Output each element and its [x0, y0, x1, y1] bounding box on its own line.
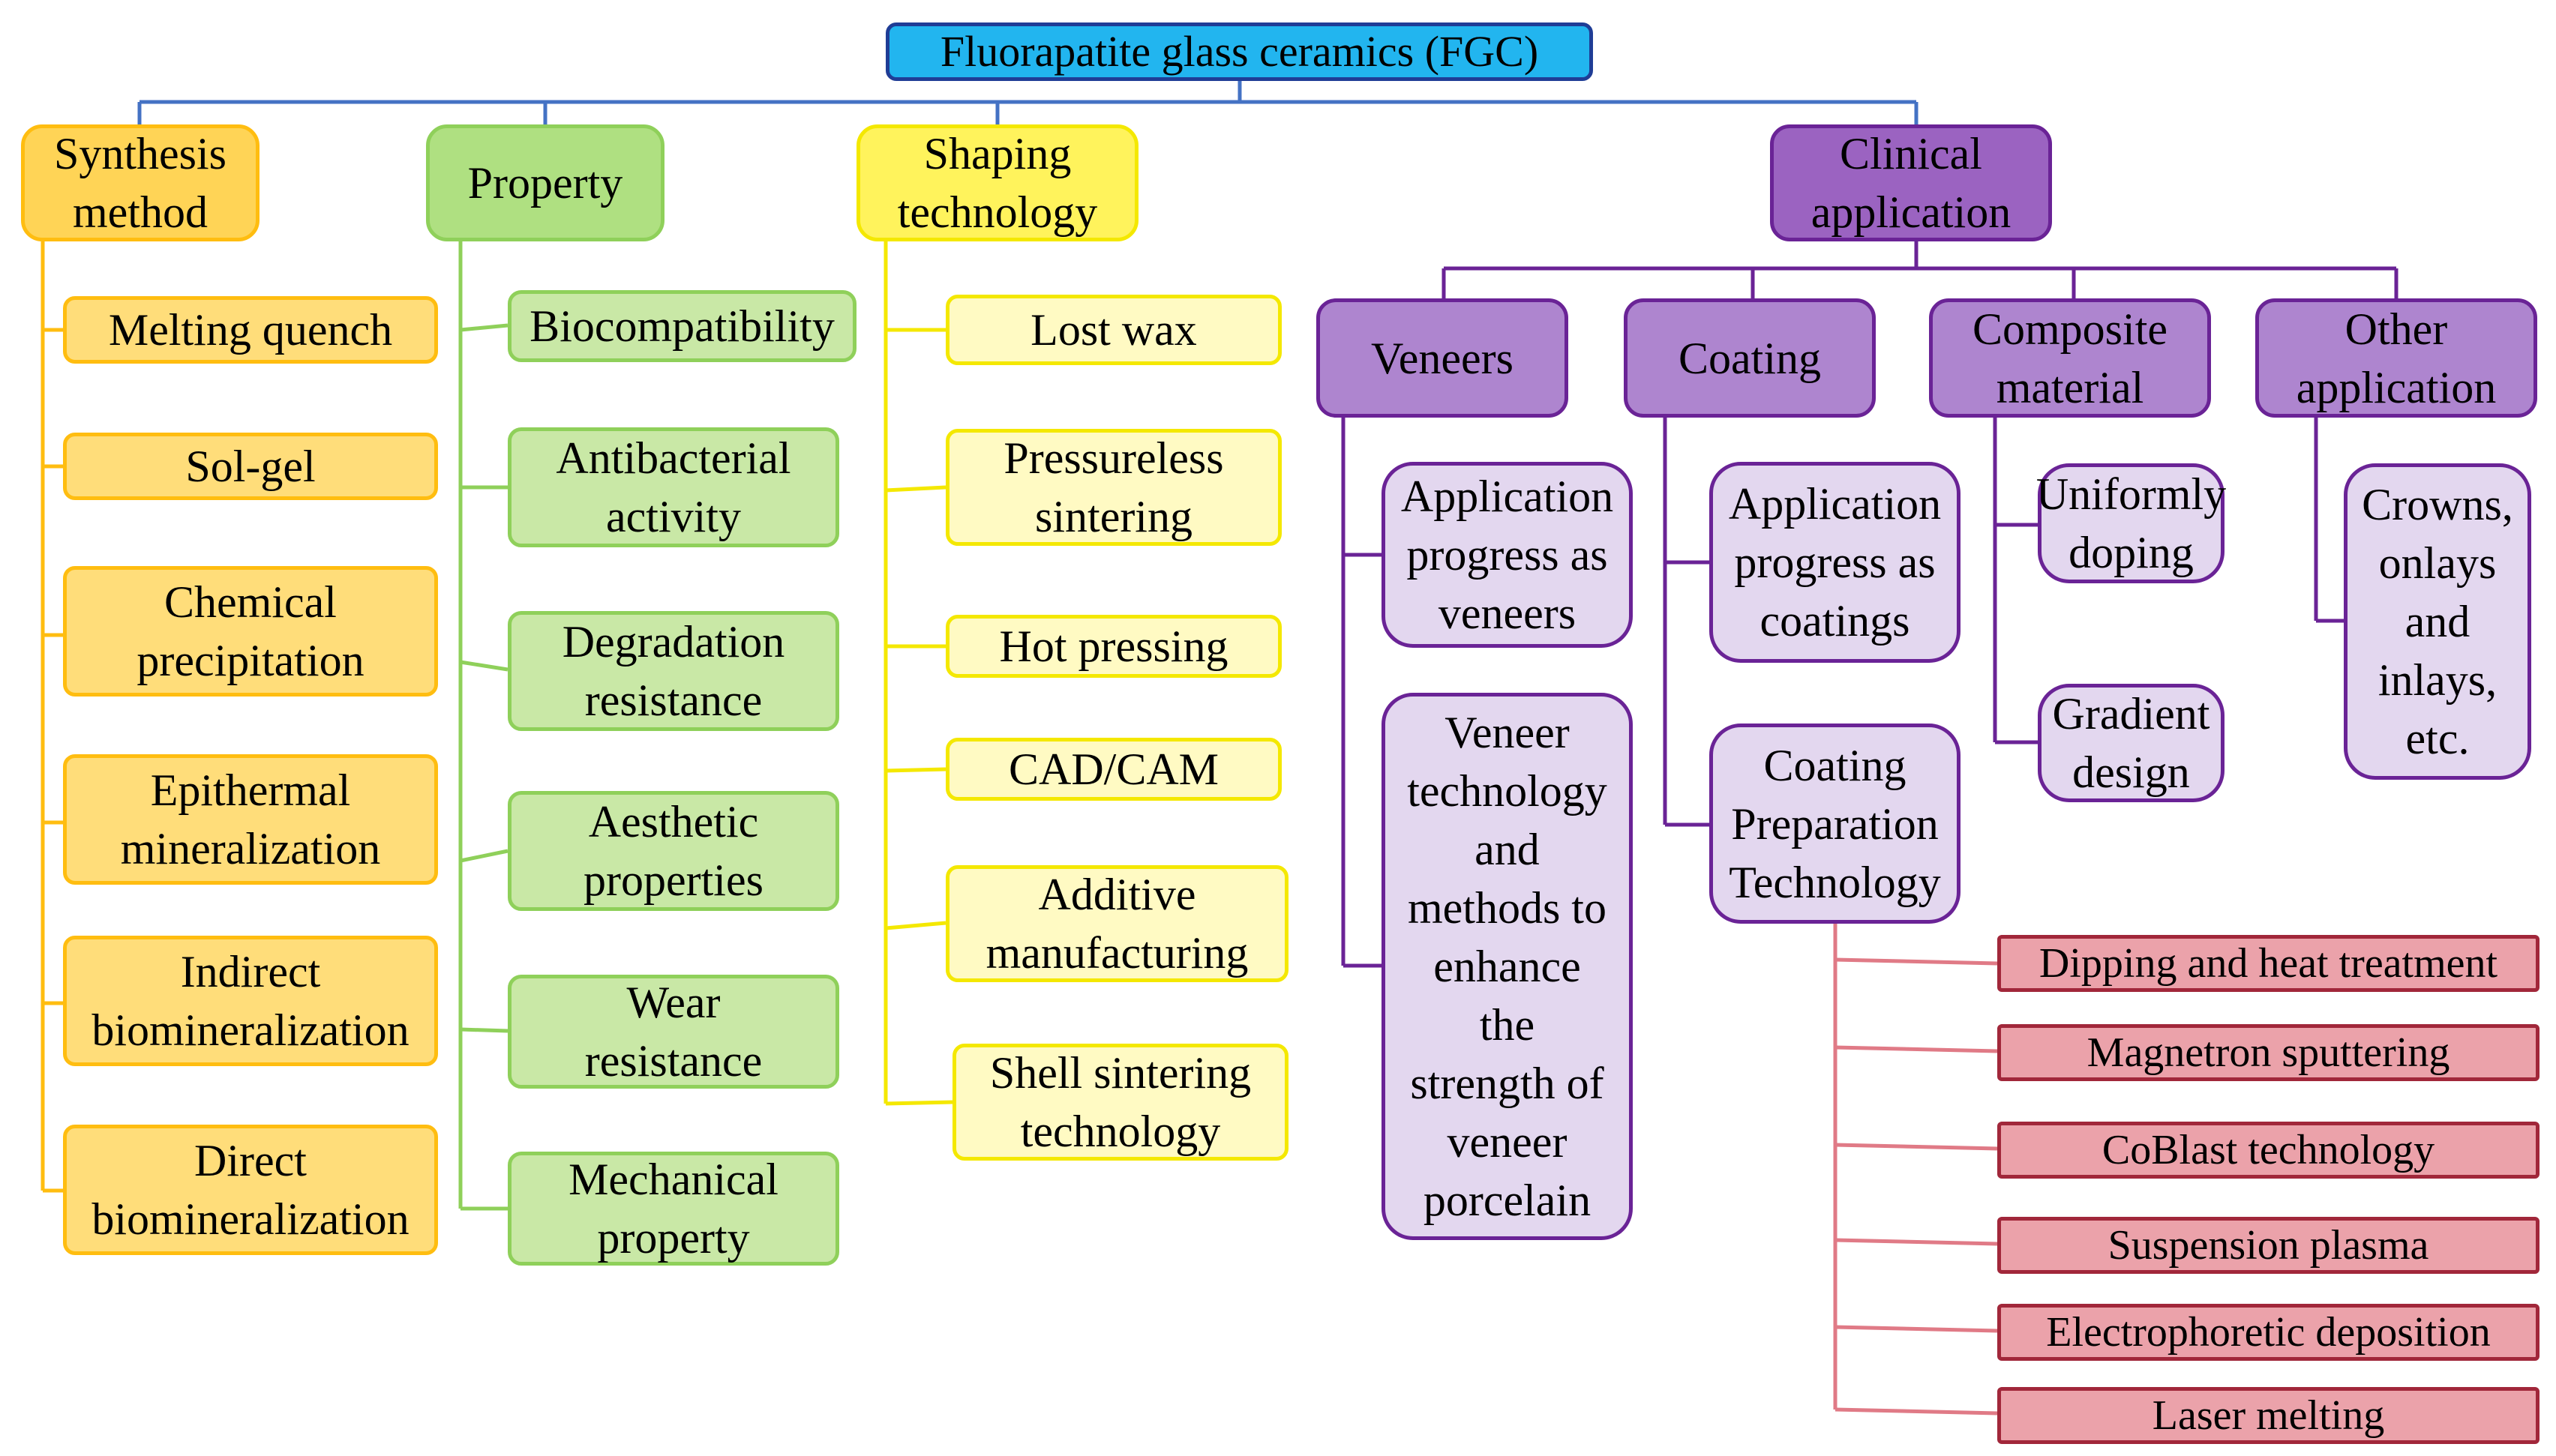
category-clinical-application: Clinical application [1770, 124, 2052, 241]
shaping-item: Additive manufacturing [946, 865, 1288, 982]
clinical-connectors [1341, 241, 2398, 968]
item-label: Suspension plasma [2108, 1221, 2429, 1269]
synthesis-item: Epithermal mineralization [63, 754, 438, 885]
synthesis-item: Chemical precipitation [63, 566, 438, 697]
item-label: Shell sintering technology [989, 1048, 1252, 1156]
item-label: Crowns, onlays and inlays, etc. [2362, 480, 2513, 763]
item-label: CoBlast technology [2102, 1126, 2435, 1173]
coating-prep-connectors [1833, 924, 1998, 1416]
item-label: Veneer technology and methods to enhance… [1407, 708, 1607, 1225]
shaping-connectors [884, 241, 953, 1106]
item-label: Gradient design [2052, 689, 2210, 797]
item-label: Lost wax [1030, 305, 1197, 355]
subcategory-other-application: Other application [2255, 298, 2537, 418]
item-label: Application progress as veneers [1400, 472, 1614, 638]
property-item: Biocompatibility [508, 290, 856, 362]
subcategory-label: Other application [2296, 304, 2497, 412]
coating-item: Coating Preparation Technology [1709, 724, 1960, 924]
item-label: Aesthetic properties [584, 797, 764, 905]
category-label: Property [467, 158, 623, 208]
item-label: Biocompatibility [530, 301, 835, 351]
synthesis-item: Melting quench [63, 296, 438, 364]
root-label: Fluorapatite glass ceramics (FGC) [940, 27, 1539, 76]
veneers-item: Veneer technology and methods to enhance… [1382, 693, 1633, 1240]
item-label: Magnetron sputtering [2086, 1029, 2450, 1076]
item-label: Dipping and heat treatment [2038, 939, 2498, 987]
veneers-item: Application progress as veneers [1382, 462, 1633, 648]
root-node: Fluorapatite glass ceramics (FGC) [886, 22, 1593, 81]
subcategory-label: Veneers [1371, 333, 1514, 383]
shaping-item: Shell sintering technology [952, 1044, 1288, 1161]
item-label: Wear resistance [584, 978, 763, 1086]
item-label: Indirect biomineralization [92, 947, 410, 1055]
property-item: Wear resistance [508, 975, 839, 1089]
composite-item: Gradient design [2038, 684, 2224, 802]
category-label: Shaping technology [897, 129, 1098, 237]
item-label: Laser melting [2152, 1392, 2385, 1439]
category-label: Clinical application [1810, 129, 2012, 237]
composite-item: Uniformly doping [2036, 463, 2227, 583]
subcategory-coating: Coating [1624, 298, 1876, 418]
item-label: Mechanical property [568, 1155, 778, 1263]
coating-prep-item: Suspension plasma [1997, 1217, 2540, 1274]
subcategory-label: Coating [1678, 333, 1821, 383]
coating-prep-item: Magnetron sputtering [1997, 1024, 2540, 1081]
coating-item: Application progress as coatings [1709, 462, 1960, 663]
item-label: Chemical precipitation [136, 577, 364, 685]
item-label: Degradation resistance [562, 617, 785, 725]
property-item: Aesthetic properties [508, 791, 839, 911]
item-label: Pressureless sintering [1004, 433, 1224, 541]
subcategory-veneers: Veneers [1316, 298, 1568, 418]
shaping-item: Lost wax [946, 295, 1282, 365]
item-label: Electrophoretic deposition [2046, 1308, 2491, 1356]
item-label: Uniformly doping [2036, 469, 2227, 577]
category-synthesis-method: Synthesis method [21, 124, 260, 241]
property-item: Degradation resistance [508, 611, 839, 731]
property-connectors [458, 241, 508, 1211]
synthesis-item: Direct biomineralization [63, 1125, 438, 1255]
shaping-item: Hot pressing [946, 615, 1282, 678]
item-label: Direct biomineralization [92, 1136, 410, 1244]
property-item: Antibacterial activity [508, 427, 839, 547]
item-label: Coating Preparation Technology [1729, 740, 1941, 907]
synthesis-item: Sol-gel [63, 433, 438, 500]
coating-prep-item: Laser melting [1997, 1387, 2540, 1444]
coating-prep-item: CoBlast technology [1997, 1122, 2540, 1179]
synthesis-item: Indirect biomineralization [63, 936, 438, 1066]
category-label: Synthesis method [53, 129, 227, 237]
coating-prep-item: Electrophoretic deposition [1997, 1304, 2540, 1361]
category-shaping-technology: Shaping technology [856, 124, 1138, 241]
shaping-item: CAD/CAM [946, 738, 1282, 801]
item-label: Sol-gel [185, 442, 316, 491]
item-label: CAD/CAM [1008, 744, 1220, 794]
property-item: Mechanical property [508, 1152, 839, 1266]
subcategory-label: Composite material [1972, 304, 2168, 412]
other-item: Crowns, onlays and inlays, etc. [2344, 463, 2531, 780]
shaping-item: Pressureless sintering [946, 429, 1282, 546]
root-connectors [137, 81, 1918, 124]
item-label: Antibacterial activity [556, 433, 791, 541]
synthesis-connectors [40, 241, 63, 1193]
item-label: Melting quench [108, 305, 393, 355]
coating-prep-item: Dipping and heat treatment [1997, 935, 2540, 992]
item-label: Additive manufacturing [986, 870, 1249, 978]
item-label: Epithermal mineralization [120, 765, 381, 873]
subcategory-composite-material: Composite material [1929, 298, 2211, 418]
item-label: Hot pressing [999, 622, 1228, 671]
item-label: Application progress as coatings [1728, 479, 1942, 646]
category-property: Property [426, 124, 664, 241]
